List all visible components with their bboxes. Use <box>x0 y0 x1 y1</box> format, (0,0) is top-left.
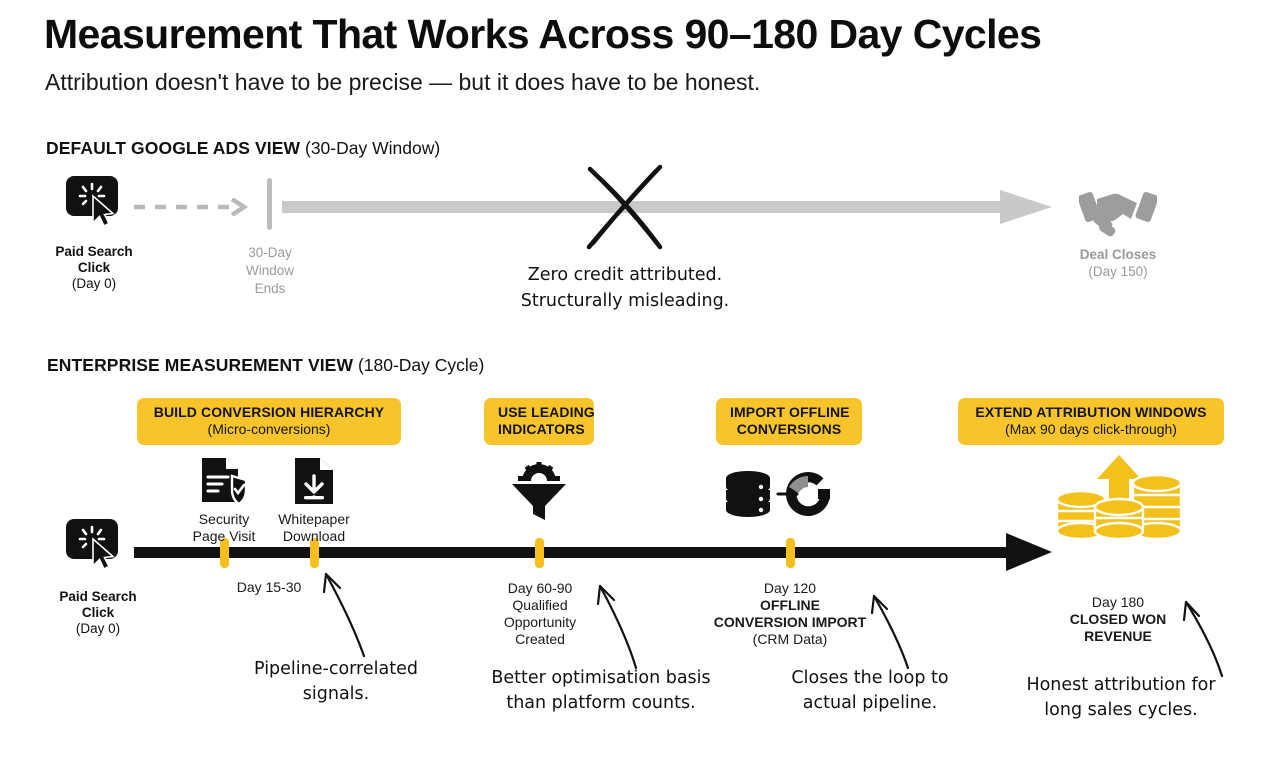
curved-arrow-icon <box>592 580 652 670</box>
badge-0-subtitle: (Micro-conversions) <box>207 421 331 437</box>
milestone-0-line1: Security <box>198 511 250 527</box>
page-subtitle: Attribution doesn't have to be precise —… <box>45 69 761 95</box>
curved-arrow-icon <box>1178 596 1238 678</box>
badge-import-offline-conversions[interactable]: IMPORT OFFLINE CONVERSIONS <box>716 398 862 445</box>
enterprise-click-day: (Day 0) <box>75 621 121 636</box>
milestone-closed-won-caption: Day 180 CLOSED WON REVENUE <box>1047 594 1189 645</box>
day-range-label: Day 15-30 <box>236 579 302 595</box>
annotation-1-line2: than platform counts. <box>506 693 696 713</box>
milestone-3-line4: (CRM Data) <box>752 631 828 647</box>
badge-build-conversion-hierarchy[interactable]: BUILD CONVERSION HIERARCHY (Micro-conver… <box>137 398 401 445</box>
deal-closes-label: Deal Closes (Day 150) <box>1048 246 1188 280</box>
database-to-google-icon <box>722 470 856 518</box>
section-heading-default-view: DEFAULT GOOGLE ADS VIEW (30-Day Window) <box>46 137 440 159</box>
milestone-4-line1: Day 180 <box>1091 594 1145 610</box>
annotation-2-line2: actual pipeline. <box>802 693 938 713</box>
section-heading-enterprise-paren: (180-Day Cycle) <box>357 355 485 375</box>
milestone-3-line1: Day 120 <box>763 580 817 596</box>
badge-3-subtitle: (Max 90 days click-through) <box>1005 421 1177 437</box>
enterprise-click-label-line2: Click <box>81 605 115 620</box>
enterprise-timeline-bar <box>134 547 1024 558</box>
section-heading-default-paren: (30-Day Window) <box>305 138 441 158</box>
annotation-1-line1: Better optimisation basis <box>491 668 711 688</box>
window-end-label: 30-Day Window Ends <box>206 244 334 298</box>
deal-closes-day: (Day 150) <box>1088 264 1148 279</box>
zero-credit-note-line1: Zero credit attributed. <box>527 265 723 285</box>
timeline-tick-whitepaper <box>310 538 319 568</box>
badge-use-leading-indicators[interactable]: USE LEADING INDICATORS <box>484 398 595 445</box>
curved-arrow-icon <box>318 566 382 658</box>
cross-out-icon <box>580 163 668 251</box>
timeline-tick-security <box>220 538 229 568</box>
window-end-divider <box>267 178 272 230</box>
annotation-3-line1: Honest attribution for <box>1026 675 1216 695</box>
section-heading-enterprise-strong: ENTERPRISE MEASUREMENT VIEW <box>47 355 354 375</box>
milestone-4-line2: CLOSED WON <box>1069 611 1167 627</box>
default-click-day: (Day 0) <box>71 276 117 291</box>
mouse-click-icon <box>66 519 122 571</box>
window-end-line1: 30-Day <box>248 245 292 260</box>
document-download-icon <box>292 456 336 506</box>
curved-arrow-icon <box>866 590 924 670</box>
annotation-honest-attribution: Honest attribution for long sales cycles… <box>1012 673 1230 723</box>
default-click-label-line1: Paid Search <box>55 244 133 259</box>
annotation-0-line1: Pipeline-correlated <box>254 659 418 679</box>
timeline-tick-offline-import <box>786 538 795 568</box>
page-title: Measurement That Works Across 90–180 Day… <box>44 11 1042 57</box>
milestone-1-line2: Download <box>282 528 346 544</box>
enterprise-click-label: Paid Search Click (Day 0) <box>24 589 172 637</box>
milestone-2-line4: Created <box>515 631 565 647</box>
badge-1-title-line2: INDICATORS <box>498 421 585 437</box>
section-heading-default-strong: DEFAULT GOOGLE ADS VIEW <box>46 138 301 158</box>
badge-2-title-line1: IMPORT OFFLINE <box>730 404 850 420</box>
coin-stack-growth-icon <box>1055 455 1183 541</box>
badge-2-title-line2: CONVERSIONS <box>736 421 842 437</box>
badge-3-title: EXTEND ATTRIBUTION WINDOWS <box>975 404 1207 420</box>
window-end-line3: Ends <box>254 281 286 296</box>
funnel-gear-icon <box>508 462 570 524</box>
zero-credit-note-line2: Structurally misleading. <box>520 291 730 311</box>
deal-closes-text: Deal Closes <box>1079 247 1157 262</box>
annotation-2-line1: Closes the loop to <box>791 668 949 688</box>
milestone-offline-import-caption: Day 120 OFFLINE CONVERSION IMPORT (CRM D… <box>690 580 890 648</box>
handshake-icon <box>1077 183 1159 241</box>
annotation-better-optimisation: Better optimisation basis than platform … <box>478 666 724 716</box>
window-end-line2: Window <box>245 263 294 278</box>
annotation-3-line2: long sales cycles. <box>1044 700 1198 720</box>
mouse-click-icon <box>66 176 122 228</box>
milestone-qualified-opportunity-caption: Day 60-90 Qualified Opportunity Created <box>470 580 610 648</box>
zero-credit-note: Zero credit attributed. Structurally mis… <box>470 262 780 314</box>
milestone-2-line2: Qualified <box>512 597 568 613</box>
default-click-label: Paid Search Click (Day 0) <box>24 244 164 292</box>
badge-1-title-line1: USE LEADING <box>498 404 595 420</box>
annotation-pipeline-signals: Pipeline-correlated signals. <box>238 657 434 707</box>
milestone-2-line1: Day 60-90 <box>507 580 573 596</box>
milestone-0-line2: Page Visit <box>192 528 256 544</box>
enterprise-click-label-line1: Paid Search <box>59 589 137 604</box>
annotation-closes-loop: Closes the loop to actual pipeline. <box>778 666 962 716</box>
grey-timeline-arrow <box>282 188 1052 226</box>
milestone-whitepaper-caption: Whitepaper Download <box>258 511 370 545</box>
timeline-arrowhead-icon <box>1006 531 1052 573</box>
document-shield-icon <box>198 456 250 506</box>
milestone-4-line3: REVENUE <box>1084 628 1152 644</box>
badge-0-title: BUILD CONVERSION HIERARCHY <box>153 404 385 420</box>
milestone-3-line2: OFFLINE <box>760 597 820 613</box>
section-heading-enterprise-view: ENTERPRISE MEASUREMENT VIEW (180-Day Cyc… <box>47 354 484 376</box>
dashed-arrow-icon <box>134 197 254 217</box>
default-click-label-line2: Click <box>77 260 111 275</box>
milestone-security-caption: Security Page Visit <box>163 511 285 545</box>
milestone-2-line3: Opportunity <box>503 614 577 630</box>
milestone-1-line1: Whitepaper <box>278 511 350 527</box>
timeline-tick-qualified-opportunity <box>535 538 544 568</box>
annotation-0-line2: signals. <box>302 684 370 704</box>
badge-extend-attribution-windows[interactable]: EXTEND ATTRIBUTION WINDOWS (Max 90 days … <box>958 398 1224 445</box>
milestone-3-line3: CONVERSION IMPORT <box>713 614 867 630</box>
